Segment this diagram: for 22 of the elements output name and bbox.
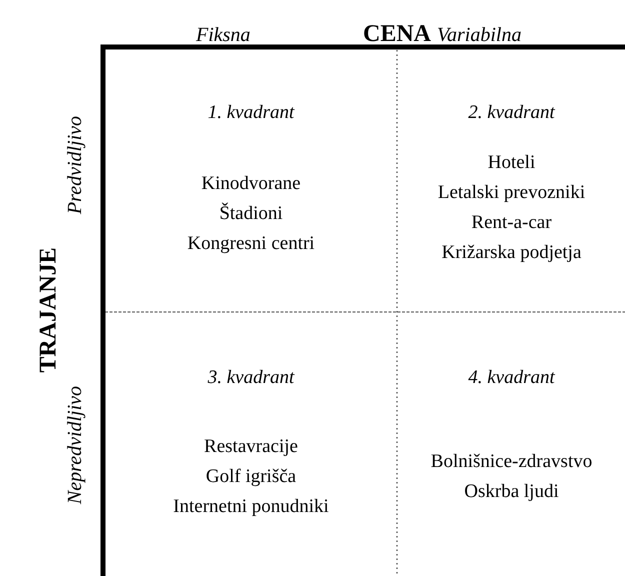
list-item: Kongresni centri <box>187 233 315 254</box>
axis-title: CENA <box>363 22 432 46</box>
list-item: Hoteli <box>488 152 536 173</box>
list-item: Rent-a-car <box>471 212 552 233</box>
axis-value-label: Nepredvidljivo <box>63 386 88 504</box>
list-item: Oskrba ljudi <box>464 481 559 502</box>
axis-value-label: Fiksna <box>196 23 250 47</box>
list-item: Kinodvorane <box>201 173 301 194</box>
list-item: Letalski prevozniki <box>438 182 586 203</box>
quadrant-heading: 2. kvadrant <box>468 102 555 123</box>
quadrant-heading: 1. kvadrant <box>208 102 294 123</box>
list-item: Križarska podjetja <box>442 242 582 263</box>
list-item: Restavracije <box>204 436 298 457</box>
quadrant-heading: 4. kvadrant <box>468 367 555 388</box>
axis-value-label: Variabilna <box>437 23 522 47</box>
quadrant-heading: 3. kvadrant <box>208 367 294 388</box>
list-item: Golf igrišča <box>206 466 296 487</box>
axis-value-label: Predvidljivo <box>63 116 88 214</box>
list-item: Štadioni <box>219 203 283 224</box>
axis-title: TRAJANJE <box>36 247 60 373</box>
list-item: Internetni ponudniki <box>173 496 329 517</box>
list-item: Bolnišnice-zdravstvo <box>430 451 592 472</box>
